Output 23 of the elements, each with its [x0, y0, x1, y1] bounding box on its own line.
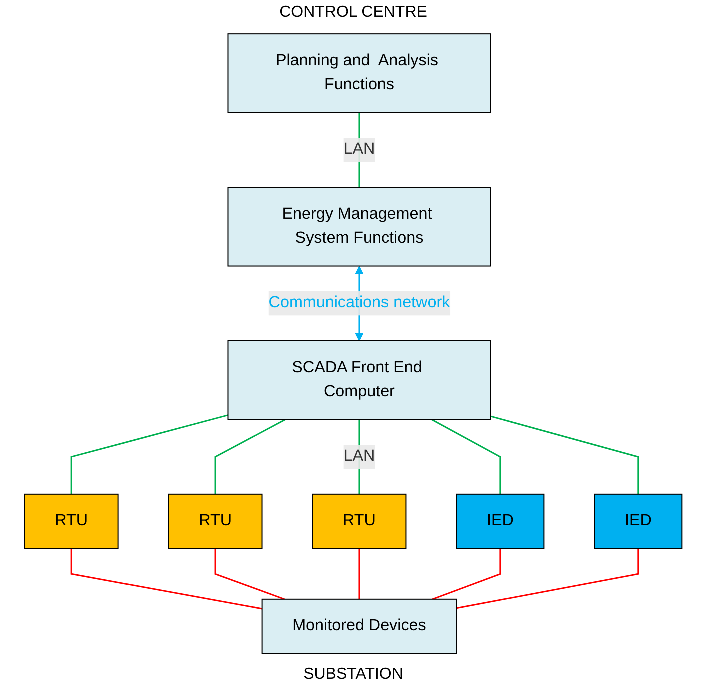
node-box: SCADA Front End Computer [228, 340, 492, 420]
edge-label: LAN [344, 141, 376, 158]
edge-label: LAN [344, 448, 376, 466]
node-box: RTU [312, 494, 407, 550]
connector [432, 548, 502, 600]
area-label: SUBSTATION [304, 665, 404, 685]
node-box: IED [456, 494, 545, 550]
node-box: IED [594, 494, 683, 550]
area-label: CONTROL CENTRE [280, 3, 428, 23]
connector [214, 548, 285, 600]
node-box: RTU [168, 494, 263, 550]
node-box: RTU [24, 494, 119, 550]
connector [214, 419, 286, 494]
node-box: Energy Management System Functions [228, 187, 492, 267]
connector [358, 548, 360, 600]
node-box: Monitored Devices [262, 598, 458, 654]
connector [431, 419, 502, 494]
connector [70, 414, 228, 494]
edge-label: Communications network [268, 294, 450, 312]
connector [490, 416, 640, 494]
node-box: Planning and Analysis Functions [228, 34, 492, 114]
connector [70, 548, 262, 610]
connector [456, 548, 640, 610]
